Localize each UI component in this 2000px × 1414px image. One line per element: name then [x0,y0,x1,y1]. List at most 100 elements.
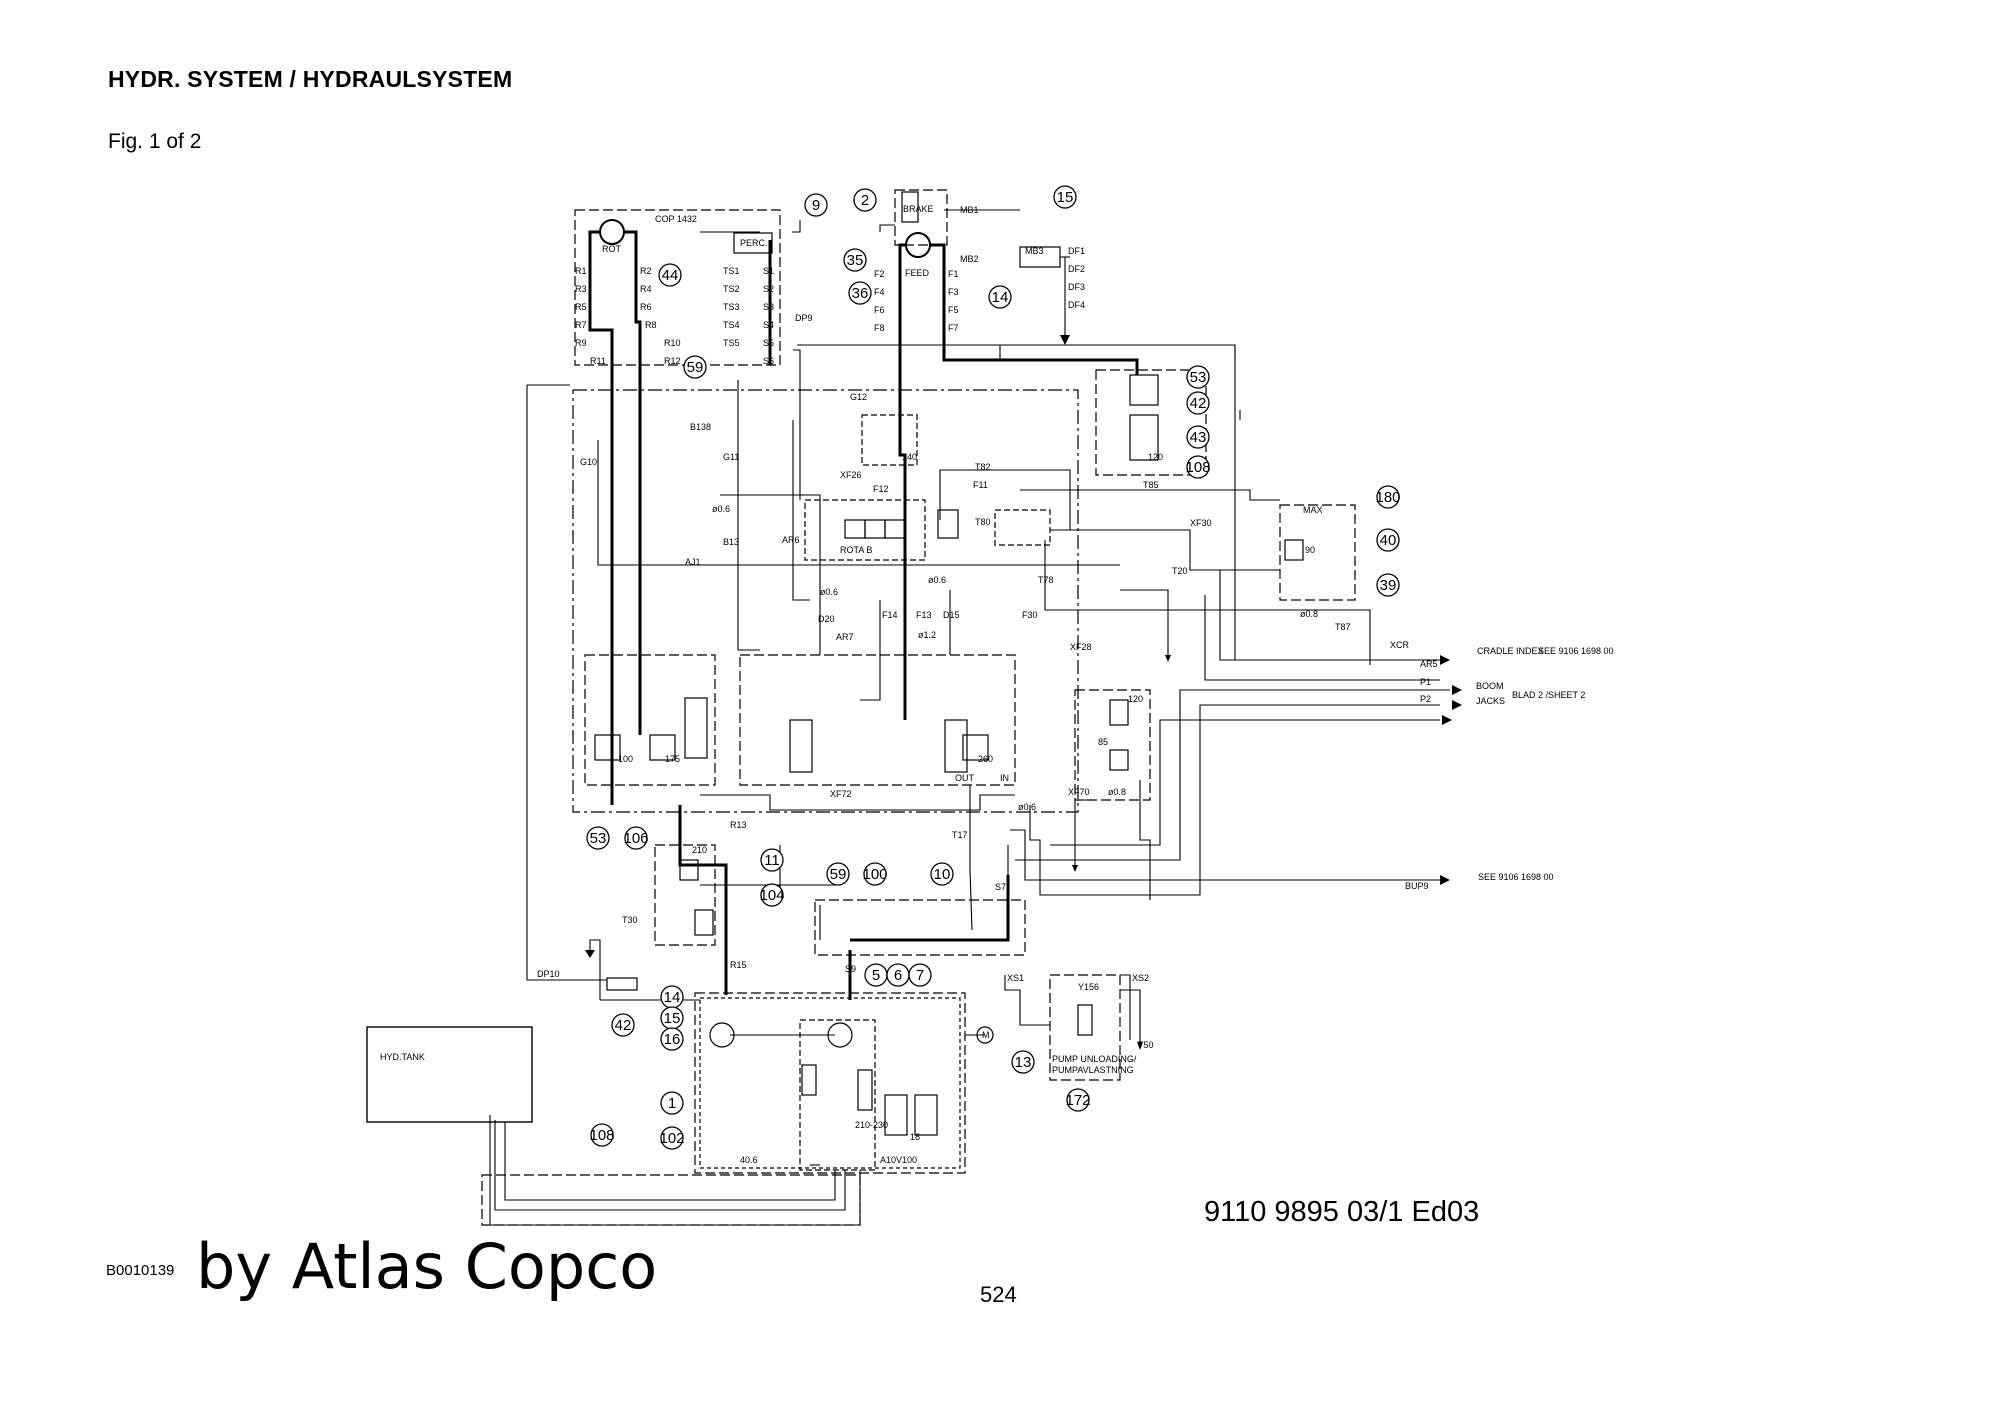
port-t20: T20 [1172,566,1188,576]
callout-label: 39 [1380,577,1397,594]
port-xf26: XF26 [840,470,862,480]
orifice-08-b: ø0.8 [1108,787,1126,797]
port-t85: T85 [1143,480,1159,490]
callout-label: 1 [668,1095,676,1112]
cradle-index-label: CRADLE INDEX [1477,646,1544,656]
max-label: MAX [1303,505,1323,515]
port-r1: R1 [575,266,587,276]
callout-label: 104 [759,887,784,904]
callout-11 [1053,185,1077,209]
callout-36 [611,1013,635,1037]
callout-10 [760,848,784,872]
port-g10: G10 [580,457,597,467]
port-f30: F30 [1022,610,1038,620]
callout-label: 102 [659,1130,684,1147]
pump-group [694,992,966,1174]
port-df4: DF4 [1068,300,1085,310]
callout-12 [988,285,1012,309]
hydraulic-tank [366,1026,533,1123]
port-d20: D20 [818,614,835,624]
rot-label: ROT [602,244,622,254]
port-s5: S5 [763,338,774,348]
port-g12: G12 [850,392,867,402]
callout-label: 53 [1190,369,1207,386]
setting-18: 18 [910,1132,920,1142]
setting-100: 100 [618,754,633,764]
port-f2: F2 [874,269,885,279]
port-t50: T50 [1138,1040,1154,1050]
port-ar6: AR6 [782,535,800,545]
port-b13: B13 [723,537,739,547]
rotation-motor [599,219,625,245]
port-df1: DF1 [1068,246,1085,256]
jacks-label: JACKS [1476,696,1505,706]
callout-7 [908,963,932,987]
motor-m-label: M [982,1030,990,1040]
callout-180 [1376,485,1400,509]
callout-label: 172 [1065,1092,1090,1109]
port-r3: R3 [575,284,587,294]
setting-175: 175 [665,754,680,764]
callout-label: 44 [662,267,679,284]
port-ts2: TS2 [723,284,740,294]
setting-120-a: 120 [1148,452,1163,462]
port-f11: F11 [973,480,988,490]
port-ts5: TS5 [723,338,740,348]
port-f14: F14 [882,610,898,620]
callout-label: 36 [852,285,869,302]
port-s9: S9 [845,964,856,974]
port-r12: R12 [664,356,681,366]
callout-100 [863,862,887,886]
port-xs1: XS1 [1007,973,1024,983]
figure-label: Fig. 1 of 2 [108,130,202,153]
orifice-06-a: ø0.6 [712,504,730,514]
orifice-06-c: ø0.6 [820,587,838,597]
callout-20 [843,248,867,272]
callout-40 [826,862,850,886]
callout-26 [848,281,872,305]
callout-104 [760,883,784,907]
setting-140: 140 [902,452,917,462]
port-s1: S1 [763,266,774,276]
port-s7: S7 [995,882,1006,892]
port-xs2: XS2 [1132,973,1149,983]
setting-210-230: 210-230 [855,1120,888,1130]
setting-260: 260 [978,754,993,764]
document-number: 9110 9895 03/1 Ed03 [1204,1196,1480,1228]
port-dp10: DP10 [537,969,560,979]
watermark: by Atlas Copco [196,1230,658,1303]
port-ts4: TS4 [723,320,740,330]
callout-label: 43 [1190,429,1207,446]
page-number: 524 [980,1282,1017,1307]
callout-label: 180 [1375,489,1400,506]
see-ref-2: SEE 9106 1698 00 [1478,872,1554,882]
port-f4: F4 [874,287,885,297]
port-t87: T87 [1335,622,1351,632]
port-df3: DF3 [1068,282,1085,292]
image-id: B0010139 [106,1262,175,1279]
port-p1: P1 [1420,677,1431,687]
port-t80: T80 [975,517,991,527]
callout-label: 42 [1190,395,1207,412]
callout-106 [624,826,648,850]
port-mb3: MB3 [1025,246,1044,256]
port-s2: S2 [763,284,774,294]
callout-label: 53 [590,830,607,847]
callout-label: 108 [589,1127,614,1144]
port-xf72: XF72 [830,789,852,799]
callout-label: 42 [615,1017,632,1034]
callout-label: 5 [872,967,880,984]
callout-label: 16 [664,1031,681,1048]
port-t78: T78 [1038,575,1054,585]
cop-label: COP 1432 [655,214,697,224]
rota-b-label: ROTA B [840,545,872,555]
port-r13: R13 [730,820,747,830]
port-r10: R10 [664,338,681,348]
port-f8: F8 [874,323,885,333]
callout-label: 15 [1057,189,1074,206]
port-g11: G11 [723,452,739,462]
port-f13: F13 [916,610,932,620]
callout-label: 106 [623,830,648,847]
page-title: HYDR. SYSTEM / HYDRAULSYSTEM [108,66,513,92]
callout-label: 2 [861,192,869,209]
